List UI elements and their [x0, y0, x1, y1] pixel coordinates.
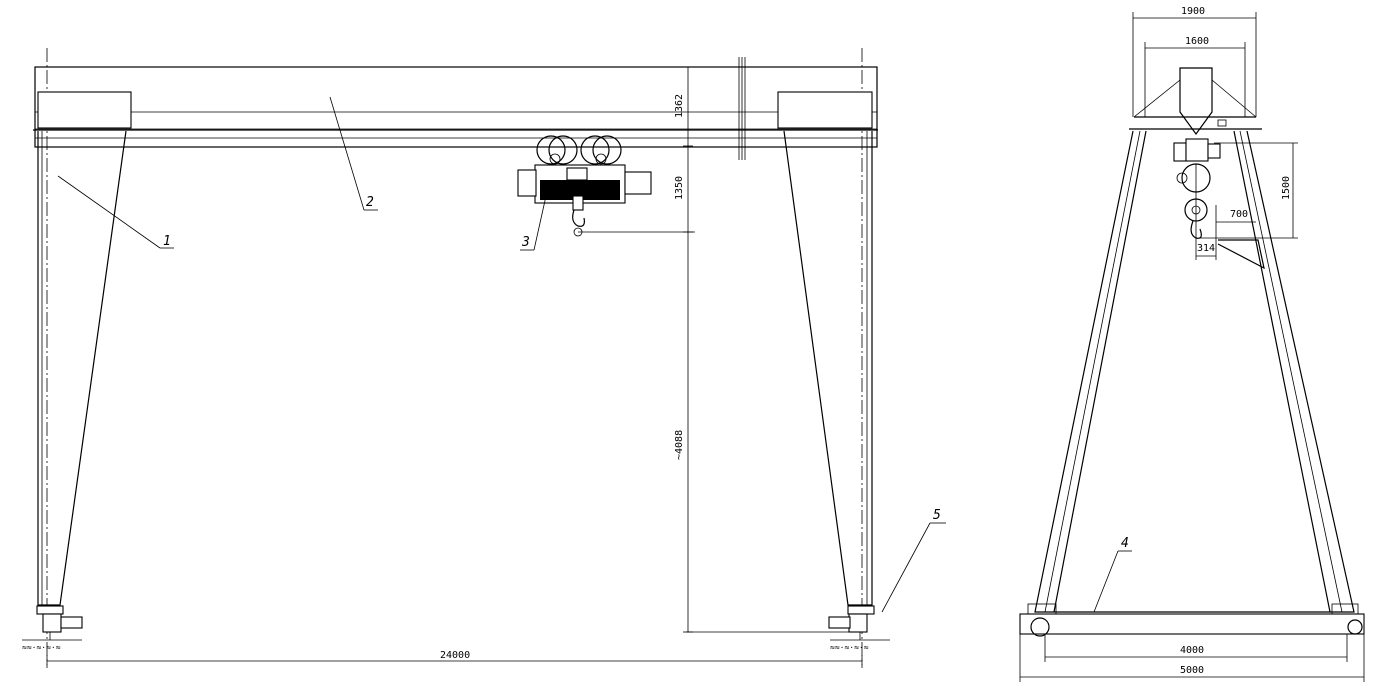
- hoist-side: 1500: [1173, 138, 1298, 260]
- callout-1: 1: [163, 234, 171, 249]
- side-bottom-dimensions: 4000 5000: [1019, 634, 1365, 682]
- side-callouts: 4: [1093, 536, 1132, 613]
- front-view: ≈≈·≈·≈·≈ ≈≈·≈·≈·≈: [22, 48, 946, 668]
- dim-lift-height: ~4088: [674, 430, 685, 460]
- front-callouts: 1 2 3 5: [57, 96, 946, 613]
- dim-top-inner: 1600: [1185, 36, 1209, 47]
- bracket: 700 314: [1196, 205, 1265, 270]
- svg-text:≈≈·≈·≈·≈: ≈≈·≈·≈·≈: [22, 643, 61, 652]
- callout-2: 2: [366, 195, 374, 210]
- a-frame-legs: [1019, 130, 1365, 637]
- top-saddle: [1129, 67, 1262, 136]
- dim-hook-offset: 1350: [674, 176, 685, 200]
- electric-hoist: [517, 135, 695, 237]
- svg-text:≈≈·≈·≈·≈: ≈≈·≈·≈·≈: [830, 643, 869, 652]
- dim-span: 24000: [440, 650, 470, 661]
- dim-base-width: 5000: [1180, 665, 1204, 676]
- right-leg: ≈≈·≈·≈·≈: [783, 130, 890, 652]
- dim-bracket-length: 700: [1230, 209, 1248, 220]
- callout-3: 3: [521, 235, 530, 250]
- side-view: 1500 700 314 1900 1600 4000: [1019, 6, 1365, 682]
- dim-girder-height: 1362: [674, 94, 685, 118]
- callout-5: 5: [933, 508, 941, 523]
- callout-4: 4: [1121, 536, 1129, 551]
- front-dimensions: 1362 1350 ~4088 24000: [46, 66, 863, 668]
- dim-top-outer: 1900: [1181, 6, 1205, 17]
- dim-hoist-height: 1500: [1281, 176, 1292, 200]
- dim-wheel-base: 4000: [1180, 645, 1204, 656]
- main-girder: [33, 57, 878, 160]
- side-top-dimensions: 1900 1600: [1132, 6, 1257, 117]
- dim-bracket-offset: 314: [1197, 243, 1215, 254]
- left-leg: ≈≈·≈·≈·≈: [22, 130, 127, 652]
